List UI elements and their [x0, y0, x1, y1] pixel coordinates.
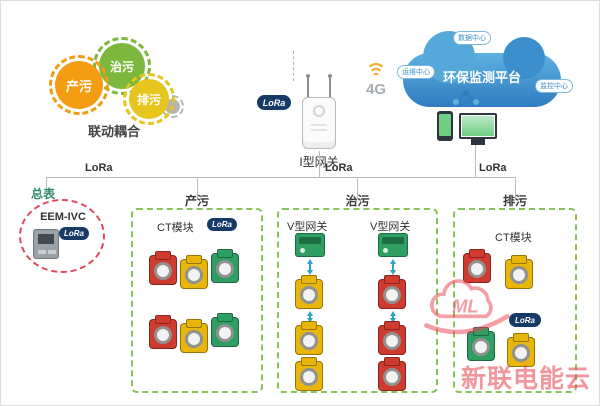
gear-produce-label: 产污 — [65, 78, 92, 94]
gateway-body — [302, 97, 336, 149]
cloud-platform-title: 环保监测平台 — [442, 70, 521, 85]
gear-discharge: 排污 — [123, 73, 175, 125]
lora-badge-produce: LoRa — [207, 218, 237, 231]
lora-badge-gateway: LoRa — [257, 95, 291, 110]
dashed-link-arrow — [307, 259, 313, 275]
lora-badge-discharge: LoRa — [509, 313, 541, 327]
zone-produce-title: 产污 — [184, 194, 209, 208]
drop-line-produce-zone — [197, 177, 198, 199]
ct-module-red — [463, 253, 491, 283]
ct-module-red — [378, 361, 406, 391]
4g-label: 4G — [365, 81, 386, 98]
ct-module-green — [211, 317, 239, 347]
lora-bus-label-left: LoRa — [85, 162, 113, 174]
energy-meter-icon — [33, 229, 59, 259]
ct-module-red — [378, 279, 406, 309]
ct-module-yellow — [180, 259, 208, 289]
main-meter-model: EEM-IVC — [40, 211, 86, 223]
signal-arc-icon — [366, 63, 386, 83]
ct-module-yellow — [180, 323, 208, 353]
zone-produce-module-label: CT模块 — [157, 222, 194, 234]
4g-icon: 4G — [359, 63, 393, 103]
cloud-bubble-ops-center: 运维中心 — [397, 65, 435, 79]
antenna-icon — [328, 74, 332, 99]
type1-gateway-device — [297, 74, 341, 151]
gateway-uplink-dashed-line — [293, 51, 294, 81]
monitor-icon — [459, 113, 497, 139]
lora-bus-label-center: LoRa — [325, 162, 353, 174]
dashed-link-arrow — [307, 311, 313, 323]
ct-module-red — [149, 319, 177, 349]
dashed-link-arrow — [390, 259, 396, 275]
ct-module-yellow — [295, 361, 323, 391]
drop-line-meter — [46, 177, 47, 189]
gear-produce: 产污 — [49, 55, 109, 115]
lora-bus-line — [46, 177, 515, 178]
lora-badge-meter: LoRa — [59, 227, 89, 240]
v-gateway-right-label: V型网关 — [370, 221, 411, 233]
ct-module-green — [467, 331, 495, 361]
watermark-text: 新联电能云 — [461, 365, 592, 393]
main-meter-group — [19, 199, 105, 273]
watermark-logo: ML — [424, 279, 510, 335]
zone-treat — [277, 208, 438, 393]
v-gateway-left-label: V型网关 — [287, 221, 328, 233]
zone-treat-title: 治污 — [345, 194, 370, 208]
ct-module-yellow — [295, 325, 323, 355]
cloud-bubble-monitor-center: 监控中心 — [535, 79, 573, 93]
network-users-icon — [453, 90, 479, 105]
ct-module-green — [211, 253, 239, 283]
ct-module-red — [149, 255, 177, 285]
dashed-link-arrow — [390, 311, 396, 323]
watermark-logo-text: ML — [452, 296, 479, 317]
v-gateway-device — [295, 233, 325, 257]
drop-line-treat-zone — [357, 177, 358, 199]
zone-discharge-title: 排污 — [502, 194, 527, 208]
gear-discharge-label: 排污 — [136, 92, 161, 107]
cloud-bubble-data-center: 数据中心 — [453, 31, 491, 45]
antenna-icon — [306, 74, 310, 99]
main-meter-caption: 总表 — [31, 187, 56, 201]
smartphone-icon — [437, 111, 453, 141]
zone-discharge — [453, 208, 577, 393]
v-gateway-device — [378, 233, 408, 257]
zone-discharge-module-label: CT模块 — [495, 232, 532, 244]
zone-produce — [131, 208, 263, 393]
ct-module-red — [378, 325, 406, 355]
ct-module-yellow — [295, 279, 323, 309]
drop-line-gateway — [319, 151, 320, 177]
drop-line-discharge-zone — [515, 177, 516, 199]
ct-module-yellow — [507, 337, 535, 367]
gear-treat-label: 治污 — [109, 59, 134, 74]
drop-line-cloud — [475, 145, 476, 177]
gears-caption: 联动耦合 — [87, 124, 140, 139]
ct-module-yellow — [505, 259, 533, 289]
lora-bus-label-right: LoRa — [479, 162, 507, 174]
